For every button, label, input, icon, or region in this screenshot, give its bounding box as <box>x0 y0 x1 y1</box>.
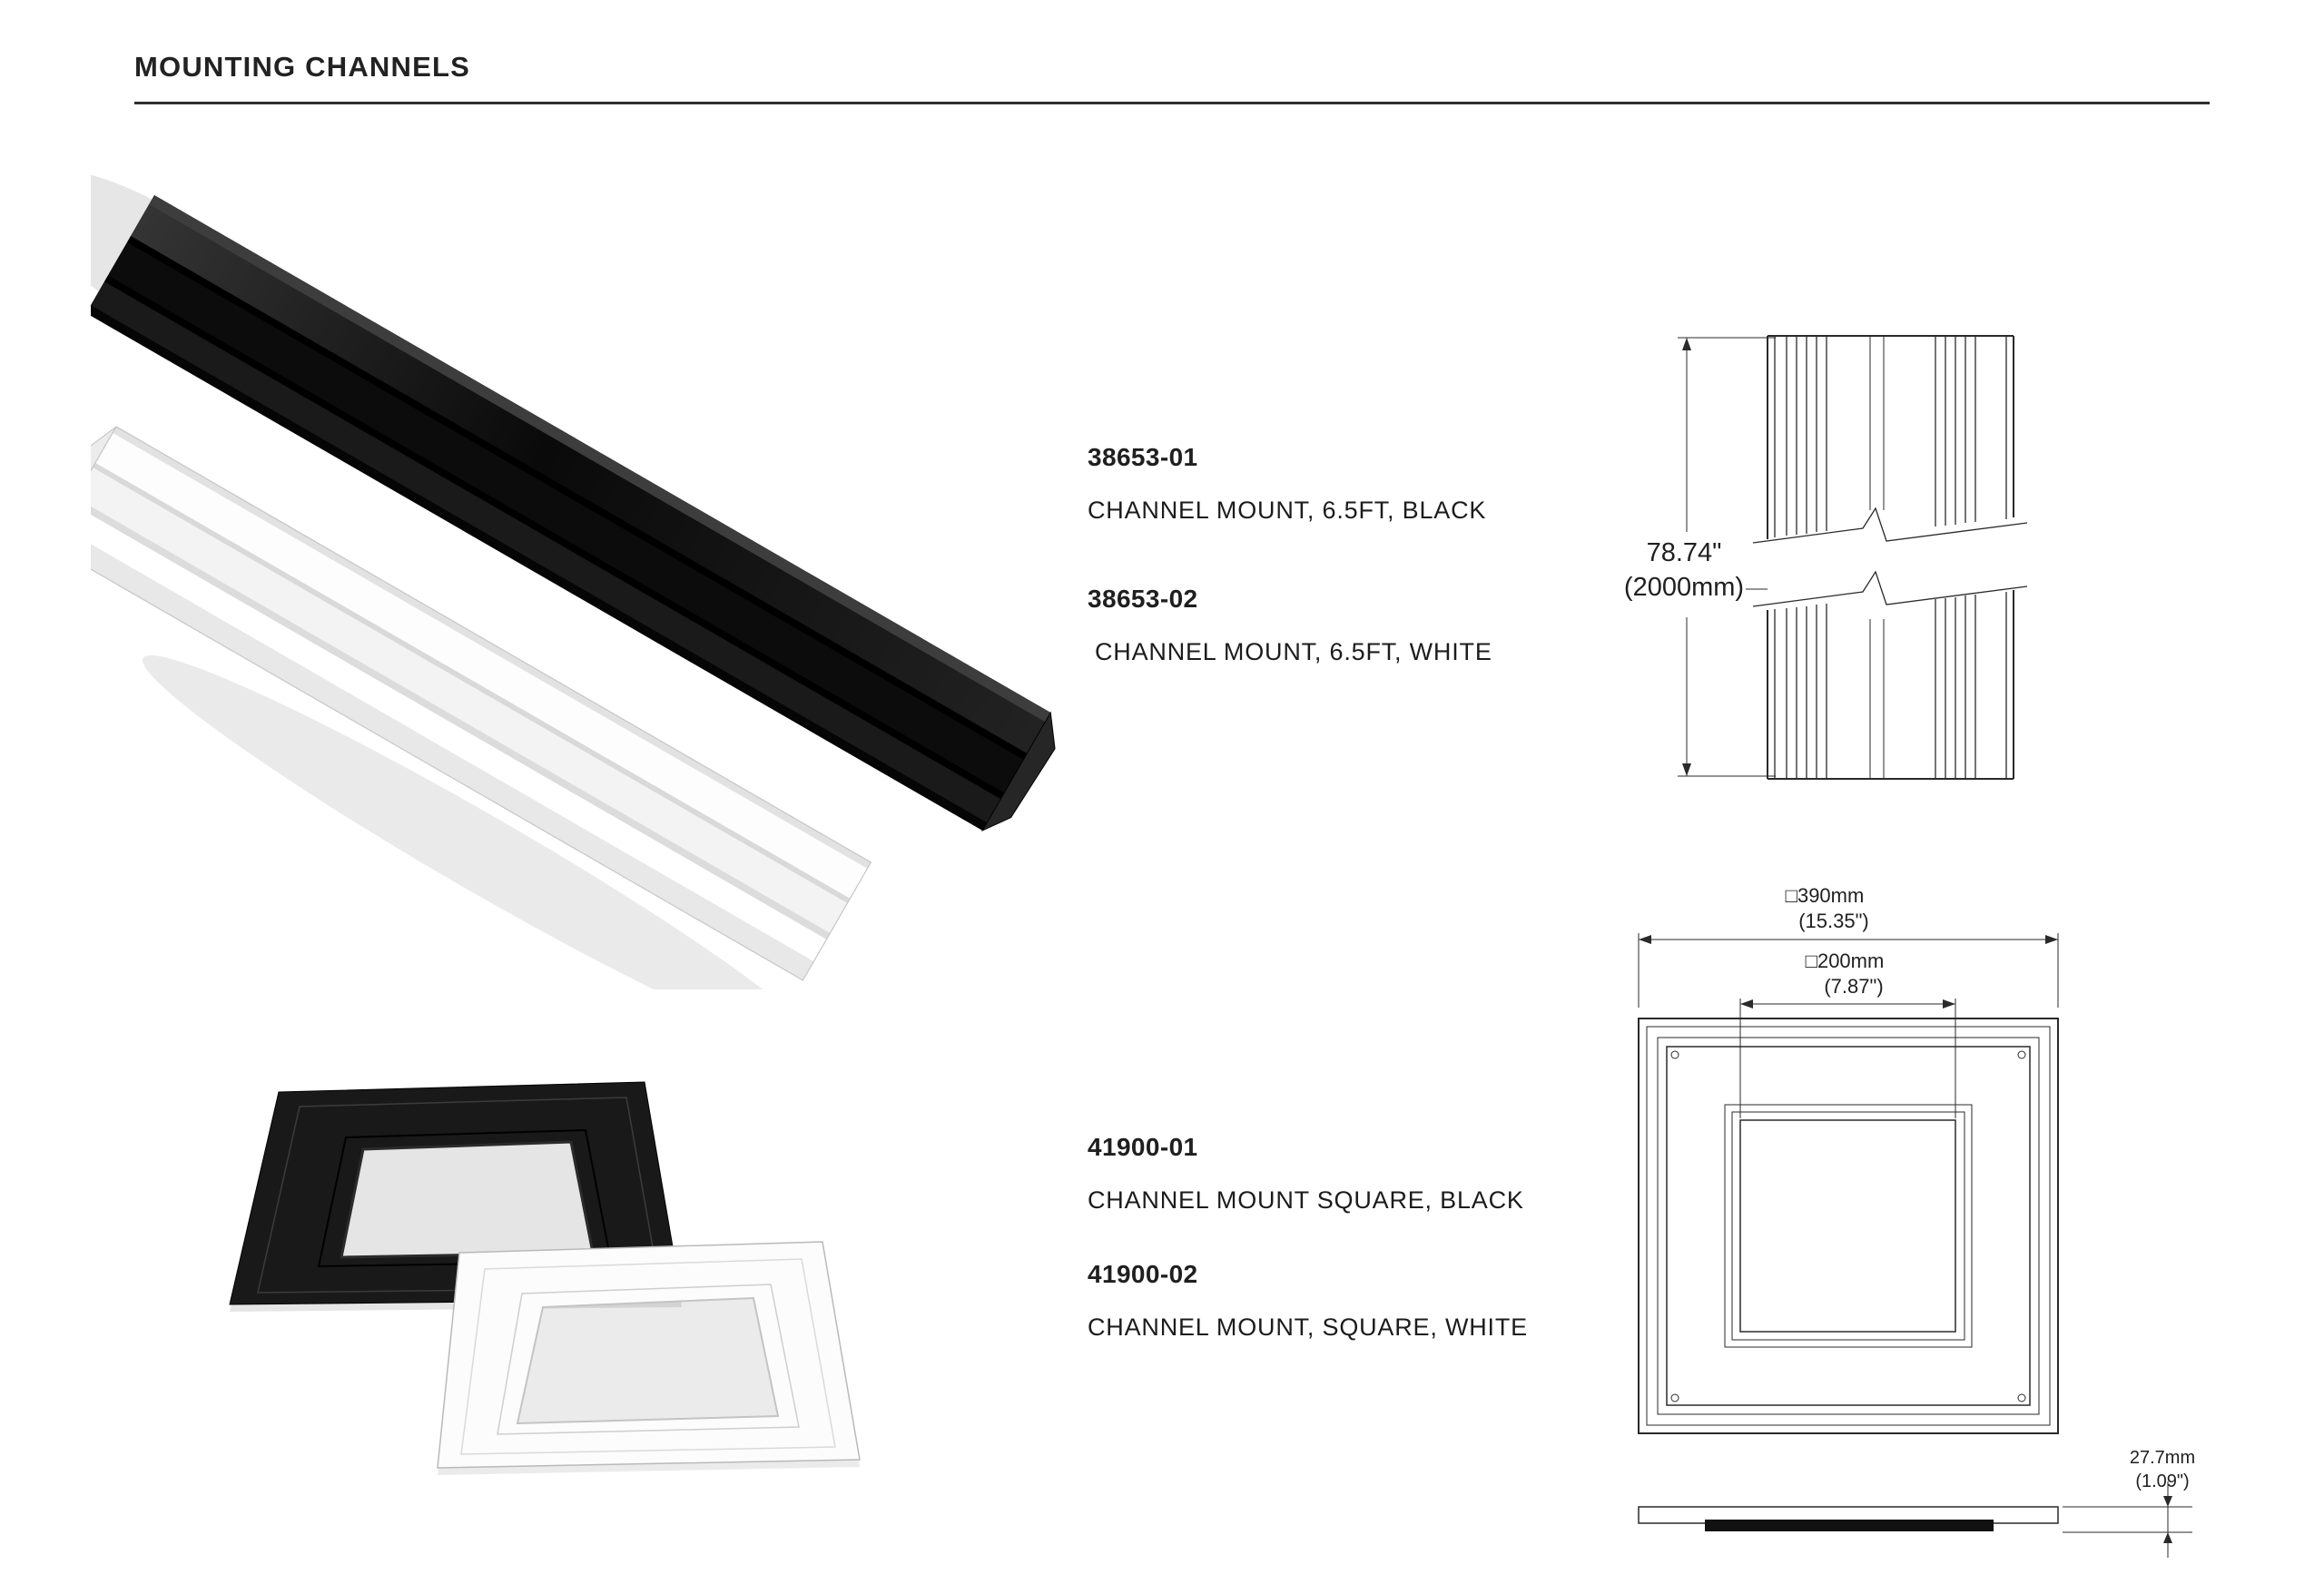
break-line <box>1752 507 2028 544</box>
dimension-length-mm: (2000mm) <box>1624 573 1744 602</box>
technical-drawing-square-mount: □390mm (15.35") □200mm (7.87") <box>1638 884 2195 1558</box>
arrow-left-icon <box>1740 999 1753 1009</box>
arrow-up-icon <box>2163 1532 2172 1543</box>
dimension-inner-in: (7.87") <box>1824 975 1883 998</box>
arrow-right-icon <box>2045 935 2058 944</box>
technical-drawing-channel-profile: 78.74" (2000mm) <box>1624 335 2028 780</box>
dimension-length-inches: 78.74" <box>1647 538 1722 567</box>
product-name: CHANNEL MOUNT, 6.5FT, WHITE <box>1095 638 1492 665</box>
dimension-length <box>1678 337 1776 777</box>
dimension-outer-mm: □390mm <box>1786 884 1865 907</box>
profile-lines <box>1752 335 2028 780</box>
product-name: CHANNEL MOUNT SQUARE, BLACK <box>1088 1186 1524 1214</box>
shadow <box>143 654 820 989</box>
dimension-thickness-mm: 27.7mm <box>2130 1448 2195 1468</box>
product-name: CHANNEL MOUNT, 6.5FT, BLACK <box>1088 497 1487 524</box>
dimension-outer <box>1638 933 2059 1008</box>
square-top-view <box>1638 1018 2059 1434</box>
arrow-down-icon <box>2163 1496 2172 1507</box>
page-title: MOUNTING CHANNELS <box>134 51 470 83</box>
channel-underside <box>1705 1520 1994 1531</box>
arrow-left-icon <box>1639 935 1651 944</box>
spec-block-channel-mount: 38653-01 CHANNEL MOUNT, 6.5FT, BLACK 386… <box>1088 442 1777 725</box>
dimension-thickness <box>2063 1481 2192 1558</box>
arrow-down-icon <box>1682 763 1691 776</box>
product-photo-square-mounts <box>229 1081 861 1475</box>
spec-block-square-mount: 41900-01 CHANNEL MOUNT SQUARE, BLACK 419… <box>1088 1132 1777 1386</box>
arrow-up-icon <box>1682 338 1691 350</box>
square-side-view <box>1638 1506 2059 1531</box>
break-line <box>1752 570 2028 607</box>
title-rule <box>134 102 2210 104</box>
channel-white <box>91 426 872 981</box>
channel-black <box>91 195 1056 832</box>
dimension-inner-mm: □200mm <box>1806 950 1885 972</box>
dimension-thickness-in: (1.09") <box>2135 1471 2189 1491</box>
product-name: CHANNEL MOUNT, SQUARE, WHITE <box>1088 1314 1528 1341</box>
product-code: 38653-01 <box>1088 443 1198 471</box>
dimension-inner <box>1739 999 1956 1118</box>
product-code: 38653-02 <box>1088 585 1198 613</box>
arrow-right-icon <box>1943 999 1955 1009</box>
product-code: 41900-01 <box>1088 1133 1198 1161</box>
product-code: 41900-02 <box>1088 1260 1198 1288</box>
product-photo-channel-mounts <box>91 169 1056 989</box>
dimension-outer-in: (15.35") <box>1798 910 1869 932</box>
square-frame-white <box>437 1241 861 1469</box>
